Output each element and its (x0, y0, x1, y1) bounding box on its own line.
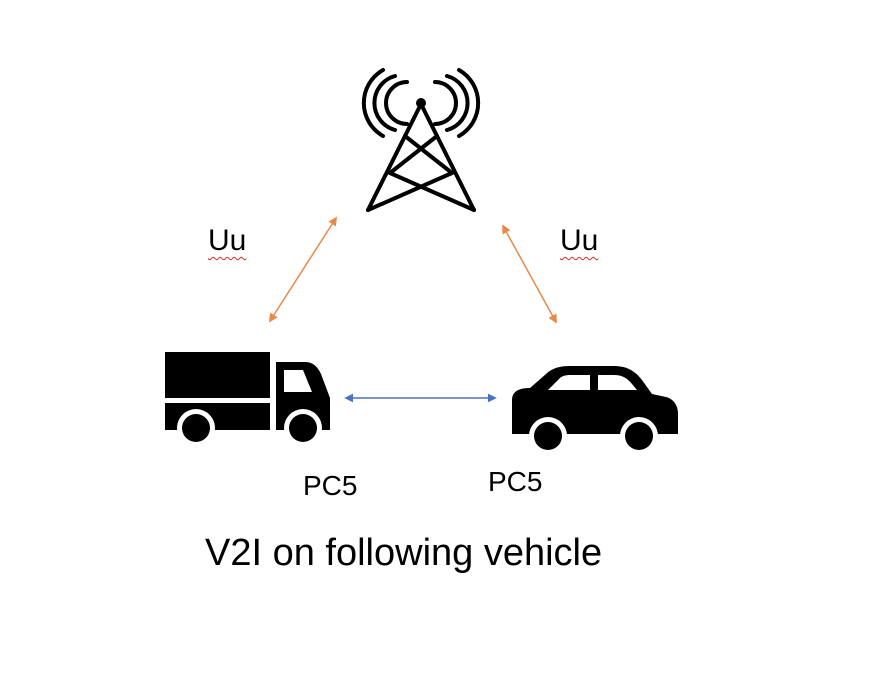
uu-link-truck (269, 216, 337, 323)
pc5-label-car: PC5 (488, 466, 543, 497)
pc5-label-truck: PC5 (303, 470, 358, 501)
cell-tower-icon (361, 68, 481, 212)
car-icon (512, 366, 678, 455)
diagram-caption: V2I on following vehicle (205, 532, 603, 574)
uu-label-left: Uu (208, 224, 247, 257)
uu-link-car (502, 224, 557, 324)
uu-label-right: Uu (560, 224, 599, 257)
truck-icon (165, 352, 330, 447)
